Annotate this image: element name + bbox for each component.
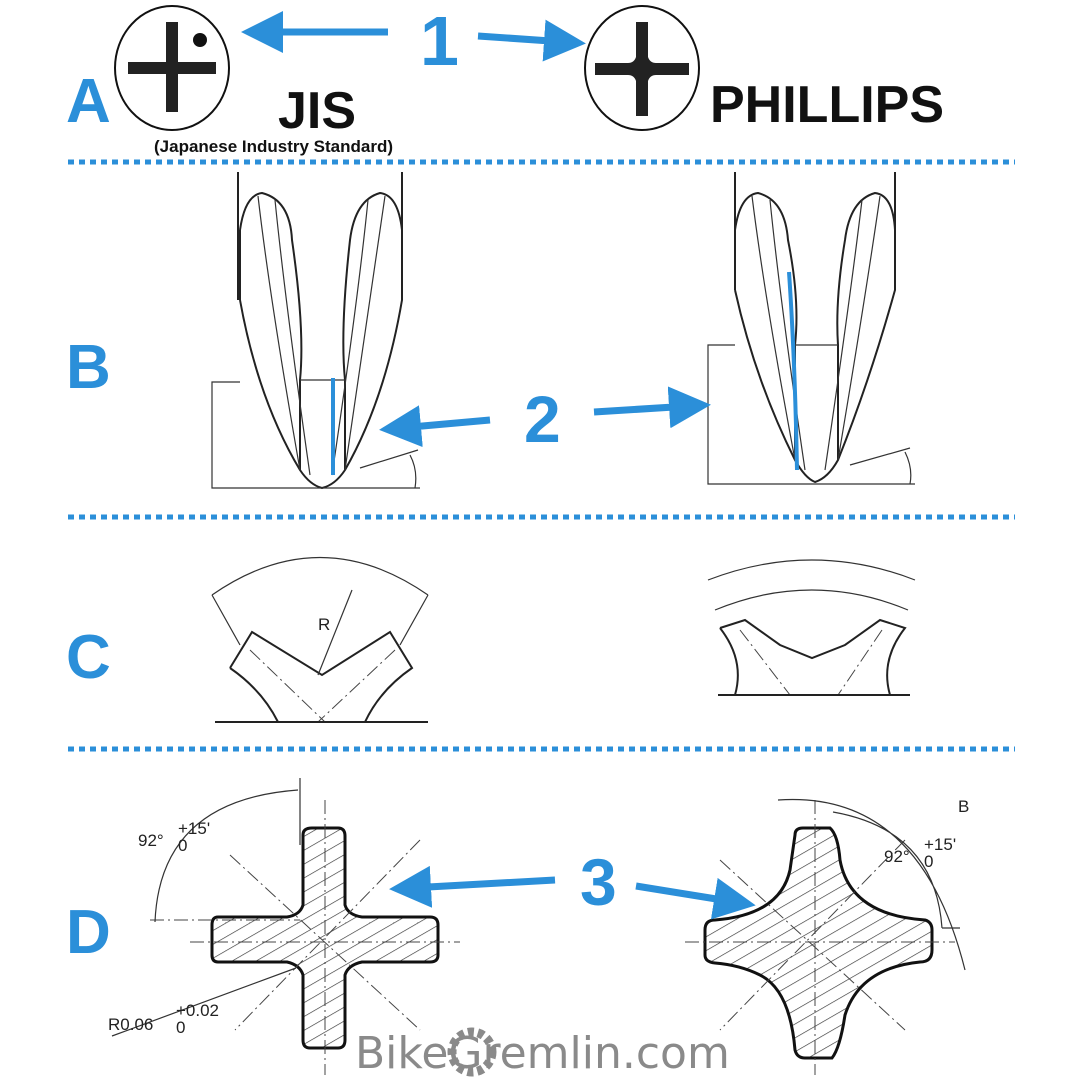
phillips-cross-section-c: [707, 559, 916, 696]
jis-radius-label: R0.06: [108, 1015, 153, 1034]
phillips-angle-label: 92°: [884, 847, 910, 866]
c-radius-label: R: [318, 615, 330, 634]
jis-cross-section-d: 92° +15' 0 R0.06 +0.02 0: [108, 778, 460, 1075]
jis-bit-profile: [211, 172, 420, 490]
phillips-bit-profile: [707, 172, 915, 485]
jis-radius-tol-lower: 0: [176, 1018, 185, 1037]
jis-title: JIS: [278, 82, 356, 140]
arrow-to-phillips-cross: [635, 877, 756, 920]
arrow-to-phillips: [477, 19, 586, 62]
jis-angle-label: 92°: [138, 831, 164, 850]
bikegremlin-logo-gear-icon: [447, 1027, 497, 1077]
arrow-to-jis-bit: [379, 405, 491, 448]
section-label-d: D: [66, 898, 111, 967]
callout-1: 1: [420, 2, 459, 80]
jis-angle-tol-lower: 0: [178, 836, 187, 855]
phillips-cross-section-d: B 92° +15' 0: [685, 797, 969, 1075]
section-label-c: C: [66, 623, 111, 692]
arrow-to-phillips-bit: [593, 386, 711, 429]
jis-head-icon: [114, 5, 230, 131]
jis-radius-tol-upper: +0.02: [176, 1001, 219, 1020]
jis-angle-tol-upper: +15': [178, 819, 210, 838]
jis-cross-section-c: R: [211, 556, 429, 723]
phillips-b-label: B: [958, 797, 969, 816]
watermark: BikeGremlin.com: [355, 1028, 730, 1079]
section-label-a: A: [66, 67, 111, 136]
callout-3: 3: [580, 845, 617, 919]
phillips-angle-tol-upper: +15': [924, 835, 956, 854]
callout-2: 2: [524, 382, 561, 456]
arrow-to-jis-cross: [389, 865, 556, 908]
phillips-head-icon: [584, 5, 700, 131]
phillips-title: PHILLIPS: [710, 76, 944, 134]
section-label-b: B: [66, 333, 111, 402]
jis-subtitle: (Japanese Industry Standard): [154, 137, 393, 156]
phillips-angle-tol-lower: 0: [924, 852, 933, 871]
